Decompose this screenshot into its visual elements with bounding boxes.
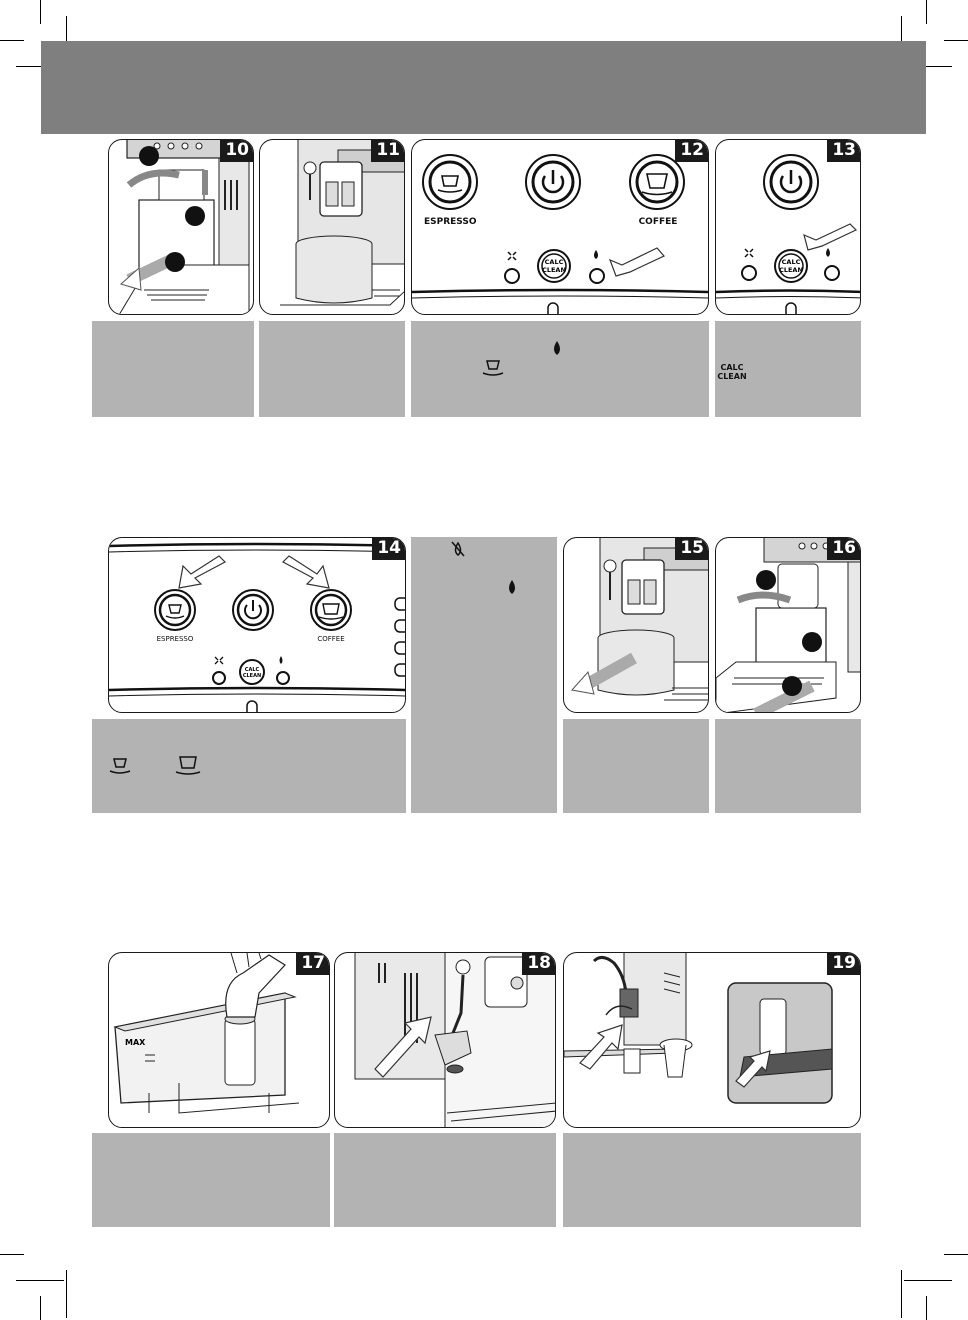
control-panel-step-13: 13 CALC CLEAN bbox=[715, 139, 861, 315]
caption-box-12 bbox=[411, 321, 709, 417]
calc-label: CALC bbox=[545, 258, 564, 266]
crop-mark bbox=[904, 1280, 952, 1281]
step-number: 18 bbox=[522, 953, 555, 975]
control-panel-step-12: 12 CALC CLEAN ESPRESSO COFFEE bbox=[411, 139, 709, 315]
crop-mark bbox=[944, 1254, 968, 1255]
calc-label: CALC bbox=[720, 363, 744, 372]
calc-label: CALC bbox=[245, 667, 260, 673]
calc-clean-press-drawing: CALC CLEAN bbox=[716, 154, 860, 314]
espresso-cup-icon bbox=[109, 758, 131, 774]
caption-box-13: CALC CLEAN bbox=[715, 321, 861, 417]
coffee-button-label: COFFEE bbox=[317, 635, 345, 643]
clean-label: CLEAN bbox=[779, 266, 803, 274]
caption-box-10 bbox=[92, 321, 254, 417]
caption-box-11 bbox=[259, 321, 405, 417]
crop-mark bbox=[0, 1254, 24, 1255]
control-panel-step-14: 14 CALC CLEAN ESPRESSO COFFEE bbox=[108, 537, 406, 713]
header-band bbox=[41, 41, 926, 134]
crop-mark bbox=[0, 40, 24, 41]
caption-box-14 bbox=[92, 719, 406, 813]
drip-tray-removal-drawing bbox=[119, 140, 250, 314]
caption-box-19 bbox=[563, 1133, 861, 1227]
crop-mark bbox=[16, 66, 64, 67]
crop-mark bbox=[66, 16, 67, 64]
step-number: 14 bbox=[372, 538, 405, 560]
illustration-step-10: 10 bbox=[108, 139, 254, 315]
water-tank-filter-drawing: MAX bbox=[113, 953, 300, 1114]
illustration-step-16: 16 bbox=[715, 537, 861, 713]
caption-box-15 bbox=[563, 719, 709, 813]
step-number: 16 bbox=[827, 538, 860, 560]
coffee-button-label: COFFEE bbox=[638, 217, 678, 227]
clean-label: CLEAN bbox=[542, 266, 566, 274]
control-panel-drawing: CALC CLEAN bbox=[412, 154, 708, 314]
crossed-drop-icon bbox=[451, 541, 465, 557]
clean-label: CLEAN bbox=[717, 372, 747, 381]
crop-mark bbox=[901, 1270, 902, 1318]
caption-box-16 bbox=[715, 719, 861, 813]
crop-mark bbox=[944, 40, 968, 41]
step-number: 11 bbox=[371, 140, 404, 162]
espresso-button-label: ESPRESSO bbox=[156, 635, 194, 643]
espresso-coffee-press-drawing: CALC CLEAN bbox=[109, 542, 405, 712]
step-number: 19 bbox=[827, 953, 860, 975]
crop-mark bbox=[40, 0, 41, 24]
steam-wand-detail-drawing bbox=[564, 953, 833, 1104]
crop-mark bbox=[926, 1296, 927, 1320]
step-number: 13 bbox=[827, 140, 860, 162]
illustration-step-15: 15 bbox=[563, 537, 709, 713]
caption-box-17 bbox=[92, 1133, 330, 1227]
remove-container-drawing bbox=[571, 538, 708, 701]
crop-mark bbox=[16, 1280, 64, 1281]
crop-mark bbox=[926, 0, 927, 24]
step-number: 12 bbox=[675, 140, 708, 162]
caption-column-14 bbox=[411, 537, 557, 813]
step-number: 10 bbox=[220, 140, 253, 162]
water-drop-icon bbox=[509, 580, 515, 594]
crop-mark bbox=[904, 66, 952, 67]
crop-mark bbox=[66, 1270, 67, 1318]
illustration-step-11: 11 bbox=[259, 139, 405, 315]
crop-mark bbox=[40, 1296, 41, 1320]
crop-mark bbox=[901, 16, 902, 64]
illustration-step-17: 17 MAX bbox=[108, 952, 330, 1128]
calc-label: CALC bbox=[782, 258, 801, 266]
illustration-step-19: 19 bbox=[563, 952, 861, 1128]
caption-box-18 bbox=[334, 1133, 556, 1227]
step-number: 17 bbox=[296, 953, 329, 975]
svg-text:MAX: MAX bbox=[125, 1038, 146, 1047]
coffee-cup-icon bbox=[175, 756, 201, 775]
water-drop-icon bbox=[554, 341, 560, 355]
clean-label: CLEAN bbox=[243, 673, 261, 679]
espresso-cup-icon bbox=[482, 360, 504, 376]
reinsert-tray-drawing bbox=[716, 538, 860, 712]
machine-with-container-drawing bbox=[280, 140, 404, 306]
step-number: 15 bbox=[675, 538, 708, 560]
espresso-button-label: ESPRESSO bbox=[424, 217, 477, 227]
panarello-drawing bbox=[354, 953, 555, 1127]
illustration-step-18: 18 bbox=[334, 952, 556, 1128]
